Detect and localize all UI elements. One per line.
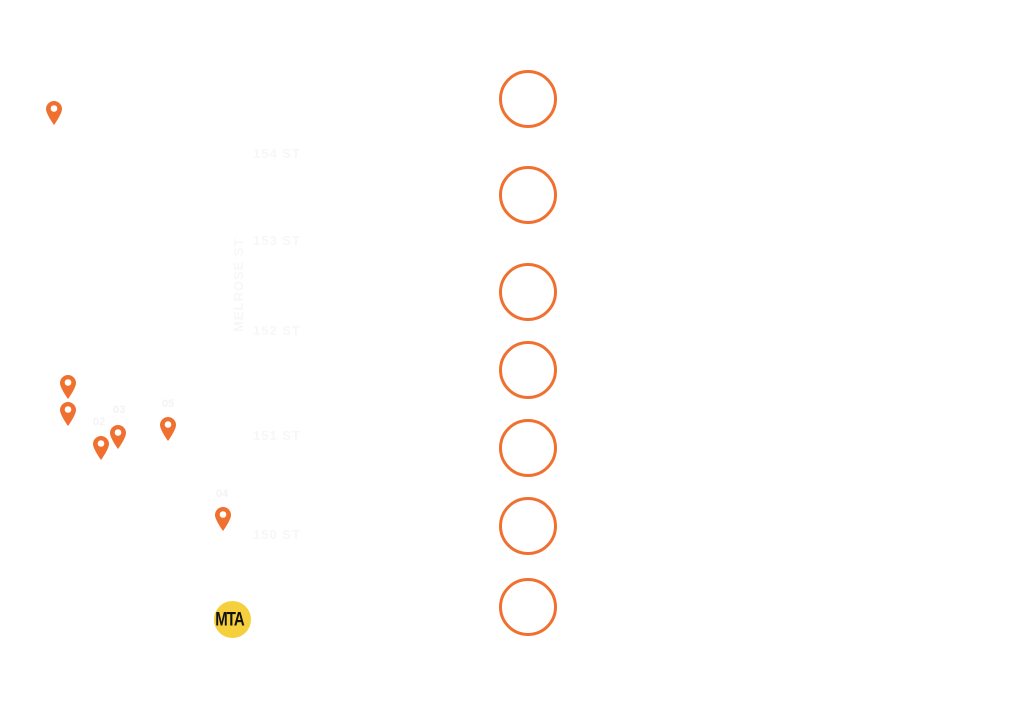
- pin-label: 04: [216, 488, 229, 500]
- circle-icon: [498, 340, 557, 399]
- mta-logo: MTA: [214, 601, 251, 638]
- map-pin-icon[interactable]: [59, 374, 77, 400]
- mta-logo-text: MTA: [215, 608, 244, 631]
- circle-icon: [498, 418, 557, 477]
- map-pin-icon[interactable]: [92, 435, 110, 461]
- circle-icon: [498, 69, 557, 128]
- map-pin-icon[interactable]: [159, 416, 177, 442]
- pin-label: 02: [93, 416, 106, 428]
- map-pin-icon[interactable]: [45, 100, 63, 126]
- circle-icon: [498, 262, 557, 321]
- pin-label: 03: [113, 404, 126, 416]
- map-pin-icon[interactable]: [59, 401, 77, 427]
- street-label: 152 ST: [253, 323, 301, 338]
- circle-icon: [498, 496, 557, 555]
- street-label: 150 ST: [253, 527, 301, 542]
- map-pin-icon[interactable]: [214, 506, 232, 532]
- street-label: 153 ST: [253, 233, 301, 248]
- pin-label: 05: [162, 398, 175, 410]
- street-label: 154 ST: [253, 146, 301, 161]
- map-pin-icon[interactable]: [109, 424, 127, 450]
- circle-icon: [498, 165, 557, 224]
- circle-icon: [498, 577, 557, 636]
- street-label-melrose: MELROSE ST: [231, 237, 246, 332]
- street-label: 151 ST: [253, 428, 301, 443]
